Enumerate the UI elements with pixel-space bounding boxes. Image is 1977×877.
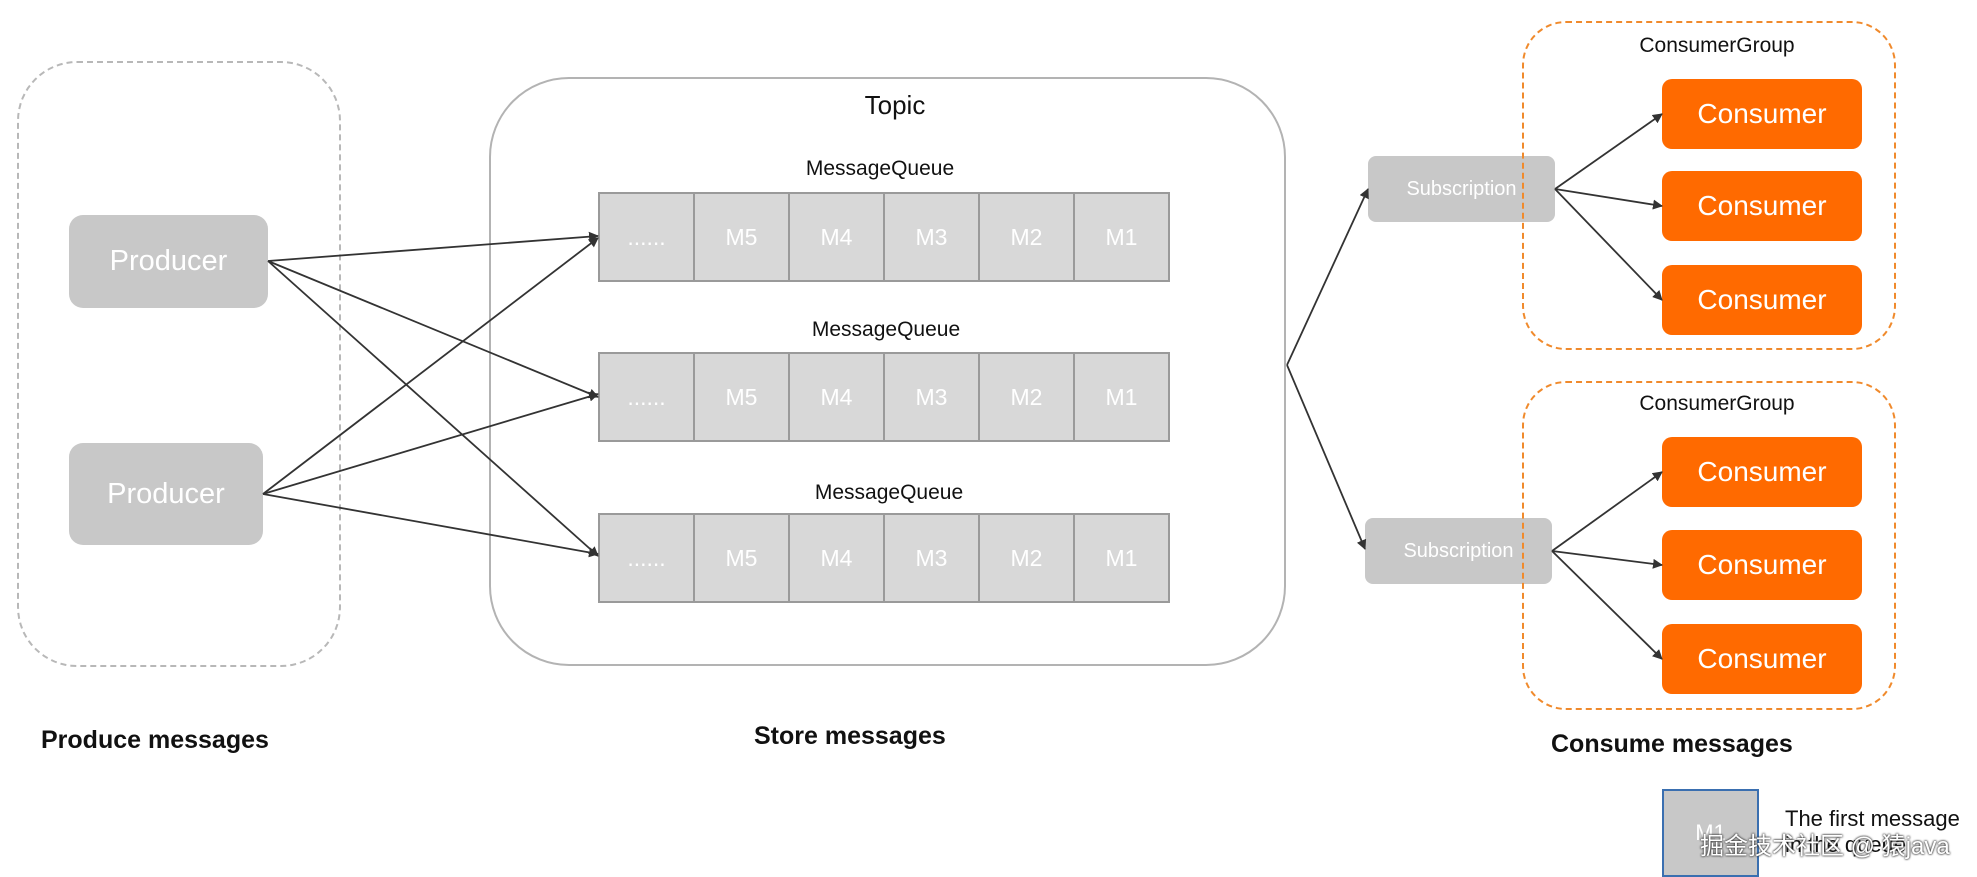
consumer-label: Consumer <box>1697 643 1827 674</box>
arrow-subscription2-consumer1 <box>1551 471 1663 552</box>
queue-cell: ...... <box>600 194 695 280</box>
section-label-consume: Consume messages <box>1551 730 1793 758</box>
producer-label: Producer <box>109 245 228 277</box>
legend-description: The first message in the queue <box>1785 806 1960 858</box>
subscription-node-2: Subscription <box>1365 518 1552 584</box>
queue-cell: M2 <box>980 354 1075 440</box>
queue-cell: M5 <box>695 354 790 440</box>
consumer-node: Consumer <box>1662 79 1862 149</box>
queue-cell: M4 <box>790 354 885 440</box>
consumer-node: Consumer <box>1662 437 1862 507</box>
arrow-producer1-queue1 <box>267 231 599 262</box>
consumer-label: Consumer <box>1697 284 1827 315</box>
consumer-label: Consumer <box>1697 456 1827 487</box>
queue-cell: M5 <box>695 515 790 601</box>
subscription-label: Subscription <box>1403 539 1514 562</box>
section-label-store: Store messages <box>754 722 946 750</box>
queue-cell: M1 <box>1105 383 1138 410</box>
consumer-node: Consumer <box>1662 530 1862 600</box>
consumer-node: Consumer <box>1662 171 1862 241</box>
queue-cell: M3 <box>885 354 980 440</box>
arrow-subscription1-consumer2 <box>1554 188 1663 210</box>
message-queue-label: MessageQueue <box>811 318 961 341</box>
message-queue: ...... M5 M4 M3 M2 M1 <box>598 352 1170 442</box>
consumer-label: Consumer <box>1697 190 1827 221</box>
queue-cell: M5 <box>695 194 790 280</box>
legend-cell-label: M1 <box>1695 820 1726 845</box>
legend-line-2: in the queue <box>1785 832 1907 857</box>
consumer-node: Consumer <box>1662 265 1862 335</box>
queue-cell: ...... <box>600 515 695 601</box>
queue-cell: M2 <box>980 515 1075 601</box>
producer-group <box>17 61 341 667</box>
queue-cell: M3 <box>885 194 980 280</box>
arrow-producer2-queue3 <box>262 493 599 558</box>
section-label-produce: Produce messages <box>41 726 269 754</box>
queue-cell: ...... <box>600 354 695 440</box>
subscription-label: Subscription <box>1406 177 1517 200</box>
consumer-group-label: ConsumerGroup <box>1639 34 1795 57</box>
queue-cell: M3 <box>885 515 980 601</box>
arrow-subscription1-consumer3 <box>1554 188 1663 301</box>
watermark-text: 掘金技术社区 @ 猿java <box>1700 833 1950 860</box>
producer-node-1: Producer <box>69 215 268 308</box>
message-queue-label: MessageQueue <box>805 157 955 180</box>
queue-cell: M4 <box>790 194 885 280</box>
arrow-producer2-queue2 <box>262 391 599 495</box>
arrow-subscription2-consumer2 <box>1551 550 1663 569</box>
arrow-producer1-queue3 <box>267 260 599 557</box>
arrow-topic-subscription2 <box>1286 364 1367 550</box>
arrow-subscription1-consumer1 <box>1554 113 1663 190</box>
queue-cell: M4 <box>790 515 885 601</box>
consumer-group-2 <box>1522 381 1896 710</box>
topic-title: Topic <box>864 90 926 120</box>
arrow-topic-subscription1 <box>1286 188 1369 366</box>
consumer-group-label: ConsumerGroup <box>1639 392 1795 415</box>
queue-cell: M1 <box>1105 223 1138 250</box>
queue-cell: M1 <box>1105 544 1138 571</box>
message-queue: ...... M5 M4 M3 M2 M1 <box>598 192 1170 282</box>
consumer-label: Consumer <box>1697 549 1827 580</box>
producer-label: Producer <box>107 477 225 510</box>
arrow-subscription2-consumer3 <box>1551 550 1663 660</box>
arrow-producer1-queue2 <box>267 260 599 399</box>
producer-node-2: Producer <box>69 443 263 545</box>
consumer-node: Consumer <box>1662 624 1862 694</box>
legend-cell: M1 <box>1662 789 1759 877</box>
consumer-group-1 <box>1522 21 1896 350</box>
legend-line-1: The first message <box>1785 806 1960 831</box>
message-queue-label: MessageQueue <box>814 481 964 504</box>
message-queue: ...... M5 M4 M3 M2 M1 <box>598 513 1170 603</box>
arrow-producer2-queue1 <box>262 237 599 495</box>
queue-cell: M2 <box>980 194 1075 280</box>
consumer-label: Consumer <box>1697 98 1827 129</box>
